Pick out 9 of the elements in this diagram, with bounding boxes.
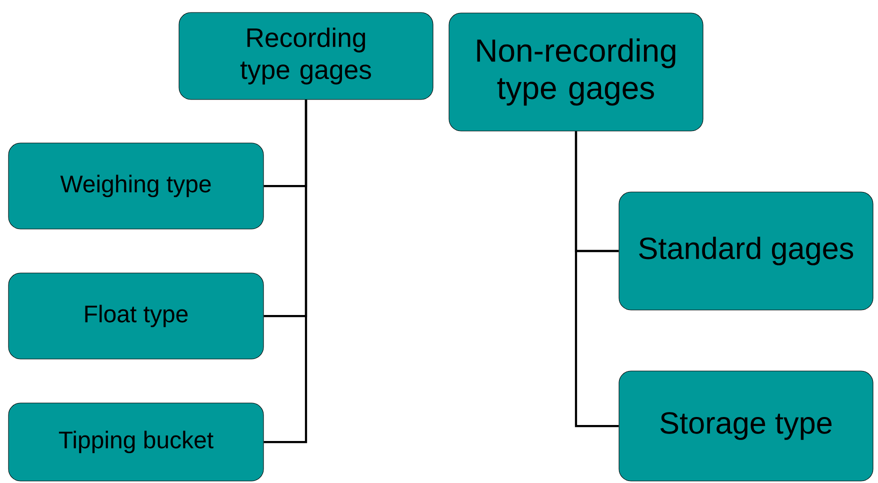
category-box: Recording type gages: [178, 12, 434, 100]
category-box: Non-recording type gages: [448, 12, 704, 132]
category-box: Float type: [8, 272, 264, 360]
connector-line: [574, 131, 619, 428]
category-box: Standard gages: [618, 192, 874, 310]
category-box: Weighing type: [8, 142, 264, 230]
connector-line: [264, 100, 308, 444]
category-box: Storage type: [618, 370, 874, 482]
category-box: Tipping bucket: [8, 402, 264, 482]
